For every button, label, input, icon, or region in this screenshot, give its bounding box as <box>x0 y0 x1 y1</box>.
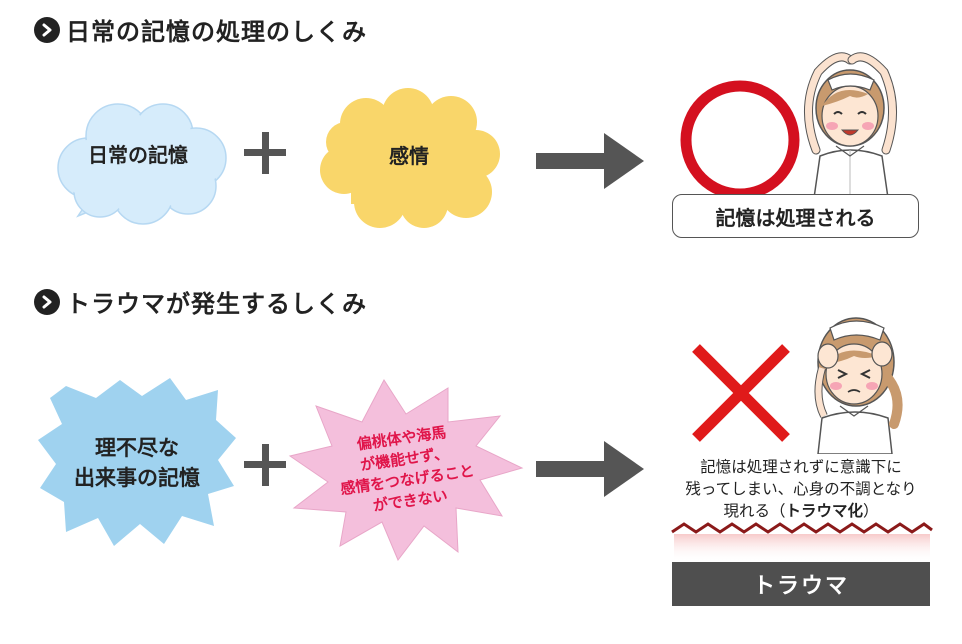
memory-cloud-shape <box>57 103 227 225</box>
section-title-trauma-text: トラウマが発生するしくみ <box>66 290 367 318</box>
section-title-daily-text: 日常の記憶の処理のしくみ <box>66 18 367 46</box>
trauma-description-line1: 記憶は処理されずに意識下に <box>700 458 902 476</box>
trauma-description-line3: 現れる（トラウマ化） <box>666 500 936 522</box>
result-label-processed: 記憶は処理される <box>672 194 919 238</box>
trauma-label-bar: トラウマ <box>672 562 930 606</box>
zigzag-line-icon <box>671 522 933 562</box>
nurse-distressed-icon <box>814 317 903 454</box>
plus-icon <box>244 132 286 174</box>
burst-shape <box>288 379 524 561</box>
plus-icon <box>244 444 286 486</box>
chevron-right-icon <box>34 16 60 43</box>
trauma-description: 記憶は処理されずに意識下に 残ってしまい、心身の不調となり 現れる（トラウマ化） <box>666 456 936 522</box>
trauma-description-line2: 残ってしまい、心身の不調となり <box>685 480 917 498</box>
nurse-happy-icon <box>804 52 897 198</box>
event-spiky-shape <box>38 378 236 546</box>
emotion-label: 感情 <box>389 143 429 168</box>
cross-ng-icon <box>692 344 790 442</box>
emotion-blob-shape <box>320 88 500 228</box>
trauma-description-bold: トラウマ化 <box>785 502 863 520</box>
chevron-right-icon <box>34 288 60 315</box>
event-label-line2: 出来事の記憶 <box>74 466 200 490</box>
arrow-right-icon <box>536 441 644 497</box>
circle-ok-icon <box>680 80 800 200</box>
event-label: 理不尽な 出来事の記憶 <box>36 420 238 506</box>
section-title-daily: 日常の記憶の処理のしくみ <box>34 12 367 47</box>
trauma-description-prefix: 現れる（ <box>723 502 786 520</box>
arrow-right-icon <box>536 133 644 189</box>
trauma-description-suffix: ） <box>863 502 879 520</box>
section-title-trauma: トラウマが発生するしくみ <box>34 284 367 319</box>
memory-label: 日常の記憶 <box>88 142 188 167</box>
event-label-line1: 理不尽な <box>95 436 179 460</box>
